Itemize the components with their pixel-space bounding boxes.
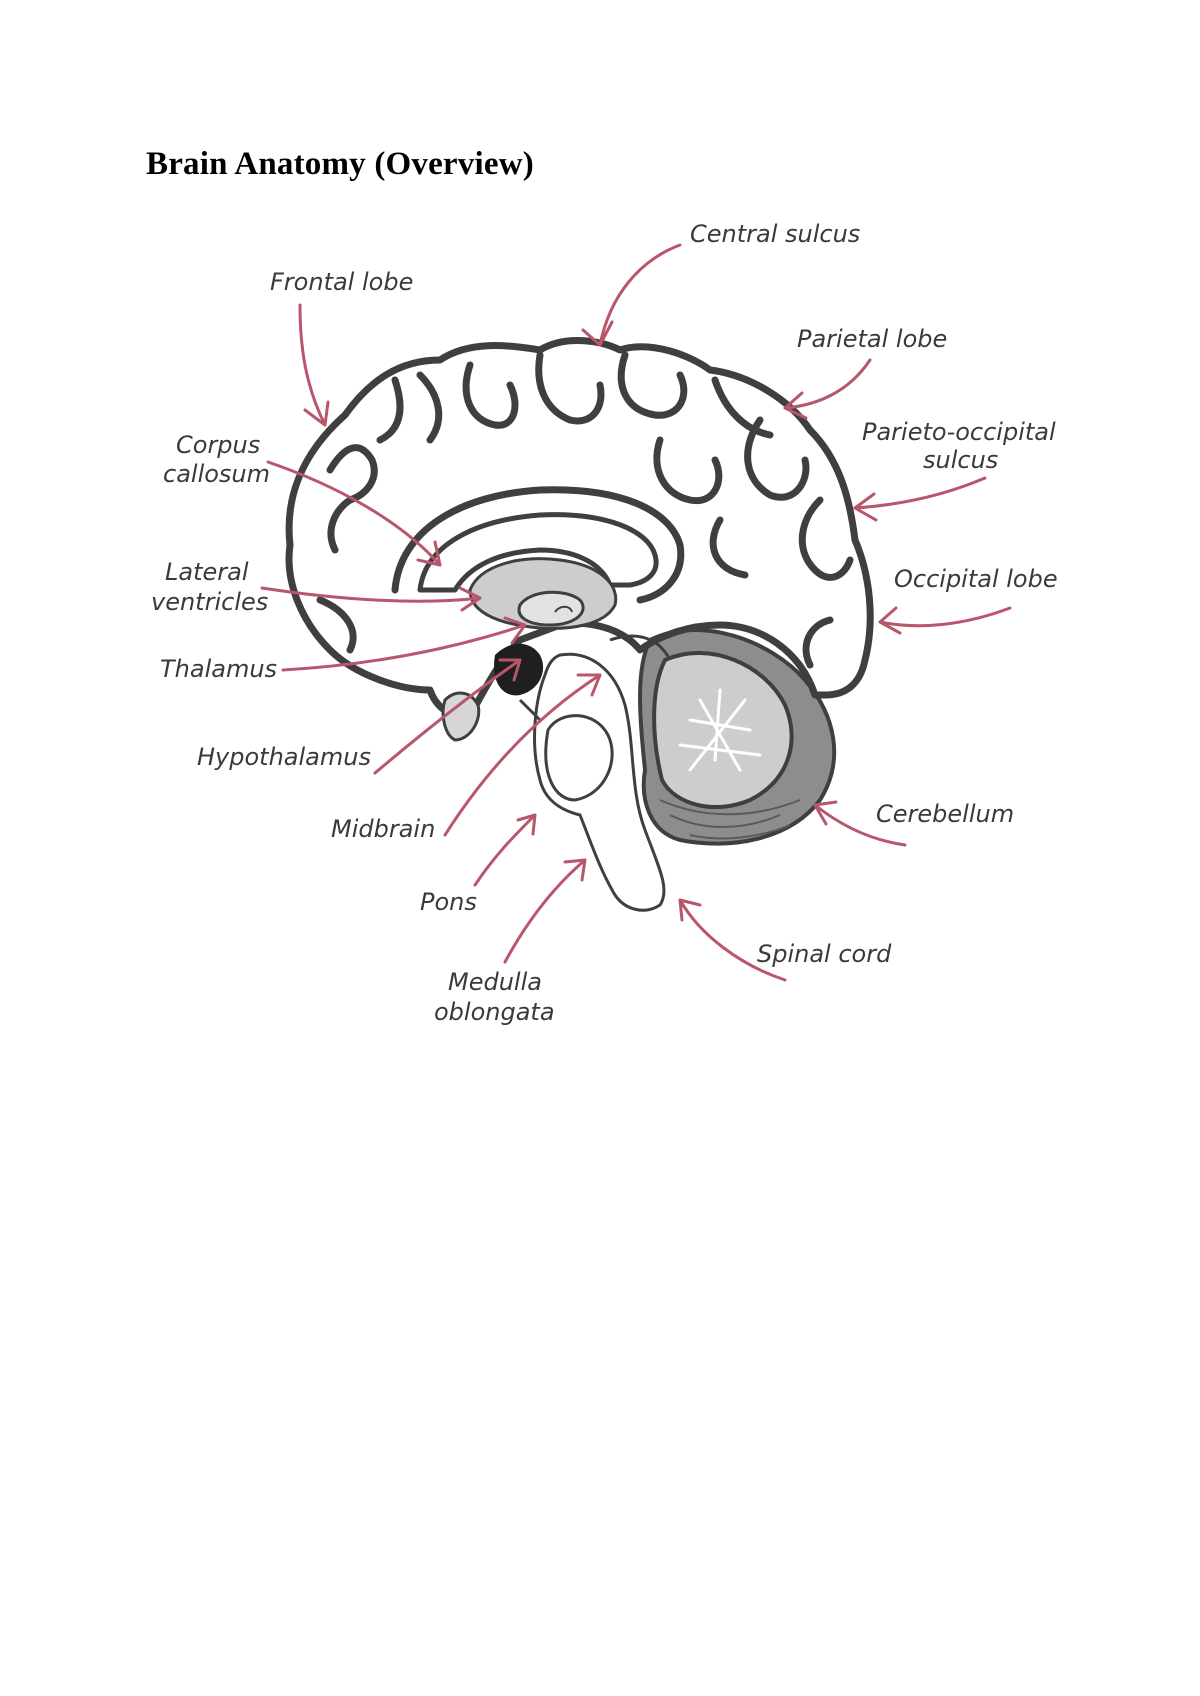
arrow-midbrain [443, 673, 602, 837]
label-cerebellum: Cerebellum [876, 800, 1014, 828]
label-pons: Pons [420, 888, 477, 916]
arrow-lateral-ventricles [260, 586, 482, 612]
label-occipital-lobe: Occipital lobe [894, 565, 1058, 593]
label-central-sulcus: Central sulcus [690, 220, 860, 248]
label-parieto-occipital-line2: sulcus [923, 446, 998, 474]
label-corpus-callosum-line1: Corpus [176, 431, 260, 459]
arrow-spinal-cord [678, 898, 787, 982]
arrow-central-sulcus [581, 243, 682, 347]
brainstem-shape [518, 652, 666, 912]
label-thalamus: Thalamus [160, 655, 277, 683]
arrow-occipital-lobe [878, 606, 1012, 635]
label-lateral-ventricles-line1: Lateral [165, 558, 249, 586]
label-midbrain: Midbrain [331, 815, 435, 843]
label-parieto-occipital-line1: Parieto-occipital [862, 418, 1056, 446]
cerebellum-shape [638, 628, 837, 846]
label-hypothalamus: Hypothalamus [197, 743, 371, 771]
pointer-arrows [260, 243, 1012, 982]
arrow-parieto-occipital [853, 476, 987, 522]
label-frontal-lobe: Frontal lobe [270, 268, 413, 296]
arrow-thalamus [281, 616, 527, 672]
label-lateral-ventricles-line2: ventricles [151, 588, 268, 616]
brain-diagram: Central sulcus Frontal lobe Parietal lob… [151, 220, 1058, 1026]
arrow-pons [473, 813, 537, 887]
arrow-corpus-callosum [266, 460, 442, 567]
arrow-cerebellum [813, 800, 907, 847]
arrow-hypothalamus [373, 658, 522, 775]
label-corpus-callosum-line2: callosum [163, 460, 270, 488]
deep-structures [441, 557, 672, 742]
label-medulla-line2: oblongata [434, 998, 555, 1026]
page-title: Brain Anatomy (Overview) [146, 146, 534, 182]
arrow-medulla [503, 858, 587, 964]
label-parietal-lobe: Parietal lobe [797, 325, 947, 353]
label-medulla-line1: Medulla [448, 968, 542, 996]
labels: Central sulcus Frontal lobe Parietal lob… [151, 220, 1058, 1026]
arrow-parietal-lobe [783, 358, 872, 420]
label-spinal-cord: Spinal cord [757, 940, 892, 968]
arrow-frontal-lobe [298, 303, 330, 427]
